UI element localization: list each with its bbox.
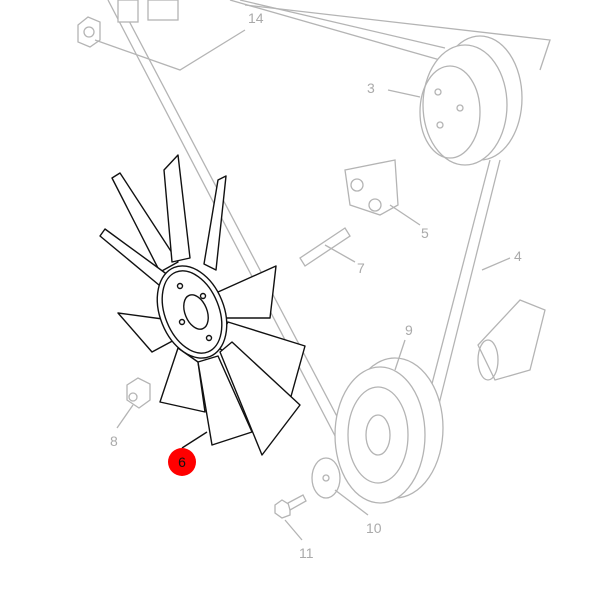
label-10[interactable]: 10 (366, 520, 382, 536)
highlighted-part-callout[interactable]: 6 (168, 448, 196, 476)
label-8[interactable]: 8 (110, 433, 118, 449)
nut-top (77, 0, 179, 48)
label-3[interactable]: 3 (367, 80, 375, 96)
stud (299, 227, 356, 267)
bolt (274, 494, 307, 541)
fan[interactable] (99, 154, 306, 456)
label-7[interactable]: 7 (357, 260, 365, 276)
bracket (344, 159, 421, 226)
label-9[interactable]: 9 (405, 322, 413, 338)
water-pump-pulley (387, 35, 523, 166)
crankshaft-pulley (334, 339, 444, 504)
drive-belt (107, 0, 551, 456)
shaft (477, 257, 546, 381)
label-5[interactable]: 5 (421, 225, 429, 241)
washer (311, 457, 369, 516)
label-4[interactable]: 4 (514, 248, 522, 264)
nut (116, 377, 151, 429)
label-11[interactable]: 11 (299, 545, 314, 561)
label-14[interactable]: 14 (248, 10, 264, 26)
leader-14 (94, 29, 246, 71)
